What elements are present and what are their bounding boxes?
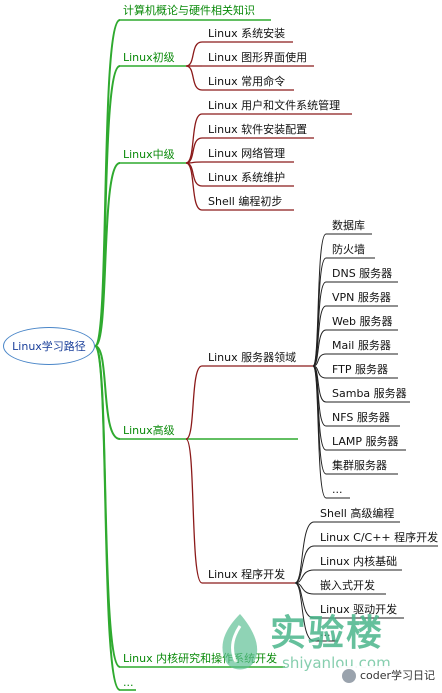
connector-l1	[94, 345, 121, 440]
node-c-cpp[interactable]: Linux C/C++ 程序开发	[320, 531, 439, 544]
connector-l2	[185, 162, 203, 187]
connector-l1	[94, 162, 121, 347]
node-more[interactable]: ...	[123, 676, 134, 689]
shiyanlou-logo-icon	[222, 614, 258, 670]
connector-l3	[312, 353, 327, 367]
connector-l2	[185, 113, 203, 164]
connector-l1	[94, 345, 121, 691]
node-network[interactable]: Linux 网络管理	[208, 147, 286, 160]
connector-l2	[185, 41, 203, 67]
node-gui[interactable]: Linux 图形界面使用	[208, 51, 308, 64]
node-software[interactable]: Linux 软件安装配置	[208, 123, 308, 136]
connector-l2	[185, 137, 203, 164]
account-name: coder学习日记	[360, 669, 436, 682]
node-mail[interactable]: Mail 服务器	[332, 339, 391, 352]
wechat-icon	[342, 669, 356, 683]
node-firewall[interactable]: 防火墙	[332, 243, 365, 256]
connector-l3	[312, 233, 327, 367]
node-vpn[interactable]: VPN 服务器	[332, 291, 391, 304]
connector-l2	[185, 162, 203, 211]
connector-l3	[312, 365, 327, 499]
node-kernel-basics[interactable]: Linux 内核基础	[320, 555, 398, 568]
node-dev-more[interactable]: ...	[320, 626, 331, 639]
watermark-brand-cn: 实验楼	[270, 613, 385, 654]
connector-l2	[185, 365, 203, 440]
connector-l3	[312, 329, 327, 367]
node-dns[interactable]: DNS 服务器	[332, 267, 393, 280]
node-computer-basics[interactable]: 计算机概论与硬件相关知识	[123, 4, 255, 17]
node-nfs[interactable]: NFS 服务器	[332, 411, 390, 424]
node-install[interactable]: Linux 系统安装	[208, 27, 286, 40]
node-commands[interactable]: Linux 常用命令	[208, 75, 286, 88]
node-driver[interactable]: Linux 驱动开发	[320, 603, 398, 616]
node-user-fs[interactable]: Linux 用户和文件系统管理	[208, 99, 341, 112]
node-shell-advanced[interactable]: Shell 高级编程	[320, 507, 395, 520]
node-lamp[interactable]: LAMP 服务器	[332, 435, 399, 448]
node-linux-beginner[interactable]: Linux初级	[123, 51, 175, 64]
connector-l3	[294, 569, 315, 584]
connector-l3	[294, 582, 315, 642]
connector-l2	[185, 65, 203, 91]
node-database[interactable]: 数据库	[332, 219, 365, 232]
node-linux-advanced[interactable]: Linux高级	[123, 424, 175, 437]
node-shell-basic[interactable]: Shell 编程初步	[208, 195, 283, 208]
node-embedded[interactable]: 嵌入式开发	[320, 579, 375, 592]
node-program-dev[interactable]: Linux 程序开发	[208, 568, 286, 581]
connector-l3	[294, 545, 315, 584]
node-web[interactable]: Web 服务器	[332, 315, 393, 328]
node-ftp[interactable]: FTP 服务器	[332, 363, 388, 376]
node-linux-intermediate[interactable]: Linux中级	[123, 148, 175, 161]
node-maintenance[interactable]: Linux 系统维护	[208, 171, 286, 184]
connector-l1	[94, 345, 121, 668]
node-server-domain[interactable]: Linux 服务器领域	[208, 351, 297, 364]
connector-l2	[185, 438, 203, 584]
node-cluster[interactable]: 集群服务器	[332, 459, 387, 472]
account-badge: coder学习日记	[338, 666, 438, 686]
node-samba[interactable]: Samba 服务器	[332, 387, 407, 400]
node-servers-more[interactable]: ...	[332, 483, 343, 496]
root-node[interactable]: Linux学习路径	[3, 327, 95, 365]
